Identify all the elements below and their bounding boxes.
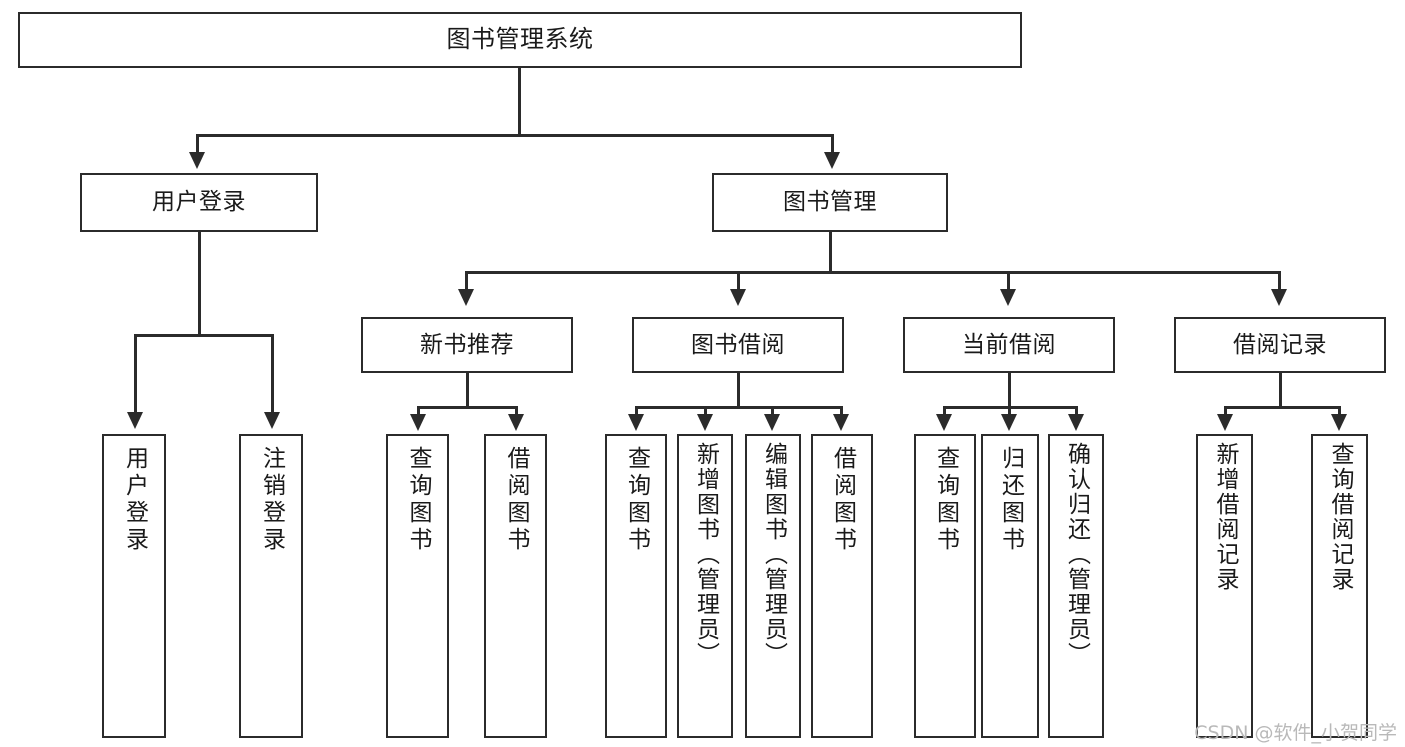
node-leaf-query-book-3[interactable]: 查询图书 [914, 434, 976, 738]
node-book-management[interactable]: 图书管理 [712, 173, 948, 232]
connector-bb-drop-2 [704, 406, 707, 418]
node-label: 借阅图书 [829, 446, 856, 554]
connector-book-management-bar [465, 271, 1281, 274]
arrowhead-user-login [189, 152, 205, 169]
connector-root-to-user-login [196, 134, 199, 156]
connector-user-login-drop-1 [134, 334, 137, 416]
connector-root-bar [196, 134, 834, 137]
connector-br-bar [1224, 406, 1341, 409]
node-label: 查询借阅记录 [1327, 442, 1353, 592]
arrowhead-leaf-return-book [1001, 414, 1017, 431]
node-leaf-confirm-return[interactable]: 确认归还（管理员） [1048, 434, 1104, 738]
node-label: 编辑图书（管理员） [760, 442, 787, 667]
node-label: 查询图书 [405, 446, 431, 554]
node-label: 查询图书 [932, 446, 959, 554]
arrowhead-leaf-add-record [1217, 414, 1233, 431]
node-leaf-query-book-2[interactable]: 查询图书 [605, 434, 667, 738]
connector-nbr-stem [466, 373, 469, 409]
arrowhead-leaf-query-book-1 [410, 414, 426, 431]
connector-cb-drop-1 [943, 406, 946, 418]
connector-nbr-bar [417, 406, 518, 409]
node-leaf-query-book-1[interactable]: 查询图书 [386, 434, 449, 738]
arrowhead-leaf-confirm-return [1068, 414, 1084, 431]
node-label: 用户登录 [121, 446, 148, 554]
arrowhead-borrow-record [1271, 289, 1287, 306]
node-borrow-record[interactable]: 借阅记录 [1174, 317, 1386, 373]
arrowhead-leaf-edit-book [764, 414, 780, 431]
node-label: 当前借阅 [962, 331, 1056, 358]
arrowhead-leaf-borrow-book-1 [508, 414, 524, 431]
arrowhead-new-book-recommend [458, 289, 474, 306]
connector-root-to-book-management [831, 134, 834, 156]
node-label: 借阅图书 [503, 446, 529, 554]
arrowhead-leaf-query-record [1331, 414, 1347, 431]
connector-user-login-drop-2 [271, 334, 274, 416]
arrowhead-current-borrow [1000, 289, 1016, 306]
node-book-borrow[interactable]: 图书借阅 [632, 317, 844, 373]
connector-nbr-drop-1 [417, 406, 420, 418]
arrowhead-leaf-borrow-book-2 [833, 414, 849, 431]
node-leaf-add-book[interactable]: 新增图书（管理员） [677, 434, 733, 738]
connector-root-stem [518, 68, 521, 136]
node-label: 图书管理 [783, 189, 877, 216]
connector-bm-drop-new-book [465, 271, 468, 293]
connector-bb-stem [737, 373, 740, 409]
node-leaf-return-book[interactable]: 归还图书 [981, 434, 1039, 738]
node-root-book-management-system[interactable]: 图书管理系统 [18, 12, 1022, 68]
node-label: 注销登录 [258, 446, 285, 554]
node-label: 新增借阅记录 [1212, 442, 1238, 592]
node-user-login[interactable]: 用户登录 [80, 173, 318, 232]
node-label: 借阅记录 [1233, 331, 1327, 358]
connector-br-stem [1279, 373, 1282, 409]
arrowhead-leaf-logout-login [264, 412, 280, 429]
node-leaf-query-record[interactable]: 查询借阅记录 [1311, 434, 1368, 738]
node-label: 图书管理系统 [446, 25, 594, 54]
connector-book-management-stem [829, 232, 832, 273]
connector-bm-drop-book-borrow [737, 271, 740, 293]
node-label: 新书推荐 [420, 331, 514, 358]
connector-bm-drop-borrow-record [1278, 271, 1281, 293]
connector-cb-drop-3 [1075, 406, 1078, 418]
arrowhead-leaf-add-book [697, 414, 713, 431]
arrowhead-book-borrow [730, 289, 746, 306]
connector-user-login-bar [134, 334, 274, 337]
node-leaf-borrow-book-1[interactable]: 借阅图书 [484, 434, 547, 738]
connector-br-drop-1 [1224, 406, 1227, 418]
arrowhead-book-management [824, 152, 840, 169]
node-new-book-recommend[interactable]: 新书推荐 [361, 317, 573, 373]
node-label: 用户登录 [152, 189, 246, 216]
arrowhead-leaf-query-book-3 [936, 414, 952, 431]
node-label: 新增图书（管理员） [692, 442, 719, 667]
node-label: 确认归还（管理员） [1063, 442, 1090, 667]
node-leaf-borrow-book-2[interactable]: 借阅图书 [811, 434, 873, 738]
connector-nbr-drop-2 [515, 406, 518, 418]
arrowhead-leaf-user-login [127, 412, 143, 429]
connector-bm-drop-current-borrow [1007, 271, 1010, 293]
node-label: 查询图书 [623, 446, 650, 554]
connector-cb-stem [1008, 373, 1011, 409]
node-leaf-logout-login[interactable]: 注销登录 [239, 434, 303, 738]
node-label: 归还图书 [997, 446, 1024, 554]
connector-bb-drop-4 [840, 406, 843, 418]
connector-br-drop-2 [1338, 406, 1341, 418]
node-leaf-edit-book[interactable]: 编辑图书（管理员） [745, 434, 801, 738]
node-label: 图书借阅 [691, 331, 785, 358]
arrowhead-leaf-query-book-2 [628, 414, 644, 431]
connector-cb-drop-2 [1008, 406, 1011, 418]
connector-bb-drop-1 [635, 406, 638, 418]
node-leaf-user-login[interactable]: 用户登录 [102, 434, 166, 738]
node-leaf-add-record[interactable]: 新增借阅记录 [1196, 434, 1253, 738]
node-current-borrow[interactable]: 当前借阅 [903, 317, 1115, 373]
connector-bb-drop-3 [771, 406, 774, 418]
connector-bb-bar [635, 406, 843, 409]
connector-user-login-stem [198, 232, 201, 336]
